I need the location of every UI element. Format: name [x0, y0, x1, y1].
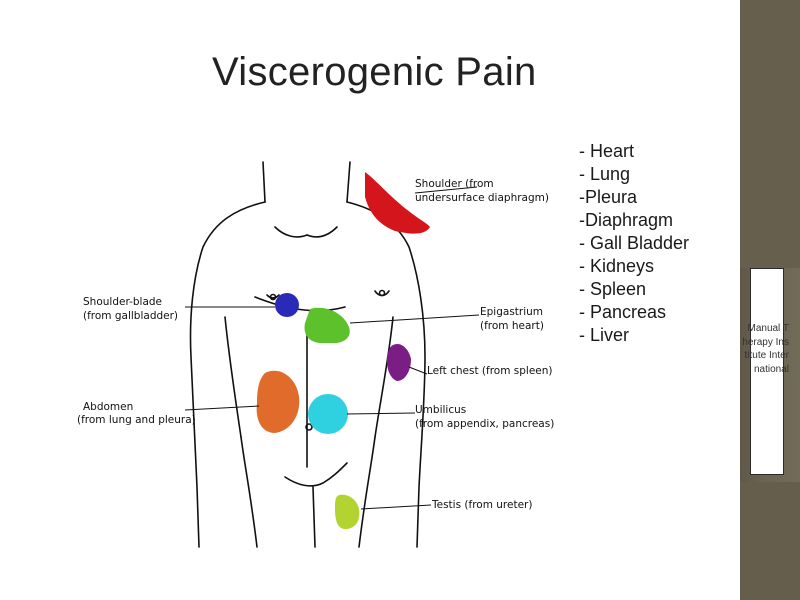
label-epigastrium-line2: (from heart): [480, 320, 544, 332]
label-umbilicus-line1: Umbilicus: [415, 404, 466, 416]
organ-item-diaphragm: -Diaphragm: [579, 210, 674, 230]
testis-pain-region: [335, 494, 360, 529]
shoulder-pain-region: [365, 172, 430, 234]
organ-item-lung: - Lung: [579, 164, 631, 184]
label-umbilicus-line2: (from appendix, pancreas): [415, 418, 554, 430]
organ-item-spleen: - Spleen: [579, 279, 647, 299]
umbilicus-pain-region: [308, 394, 348, 434]
label-shoulder-line2: undersurface diaphragm): [415, 192, 549, 204]
slide-title: Viscerogenic Pain: [212, 50, 537, 94]
institute-logo-box: [750, 268, 784, 475]
organ-item-gall-bladder: - Gall Bladder: [579, 233, 690, 253]
label-epigastrium-line1: Epigastrium: [480, 306, 543, 318]
organ-item-pleura: -Pleura: [579, 187, 638, 207]
organ-item-pancreas: - Pancreas: [579, 302, 667, 322]
shoulder-blade-pain-region: [275, 293, 299, 317]
organ-item-liver: - Liver: [579, 325, 630, 345]
leader-lines: [184, 186, 480, 510]
label-abdomen-line1: Abdomen: [83, 401, 133, 413]
label-left-chest: Left chest (from spleen): [427, 365, 553, 377]
institute-logo-text: Manual Therapy Institute International: [742, 323, 789, 375]
label-shoulder-line1: Shoulder (from: [415, 178, 494, 190]
label-abdomen-line2: (from lung and pleura): [77, 414, 196, 426]
label-testis: Testis (from ureter): [431, 499, 532, 511]
label-shoulder-blade-line1: Shoulder-blade: [83, 296, 162, 308]
abdomen-pain-region: [256, 370, 300, 433]
left-chest-pain-region: [387, 343, 411, 381]
sidebar-band-top: [740, 0, 800, 268]
organ-list: - Heart - Lung -Pleura -Diaphragm - Gall…: [579, 140, 689, 347]
body-pain-diagram: Shoulder (from undersurface diaphragm) S…: [75, 127, 568, 549]
label-shoulder-blade-line2: (from gallbladder): [83, 310, 178, 322]
epigastrium-pain-region: [304, 307, 350, 343]
sidebar-band-bottom: [740, 482, 800, 600]
organ-item-heart: - Heart: [579, 141, 635, 161]
organ-item-kidneys: - Kidneys: [579, 256, 655, 276]
